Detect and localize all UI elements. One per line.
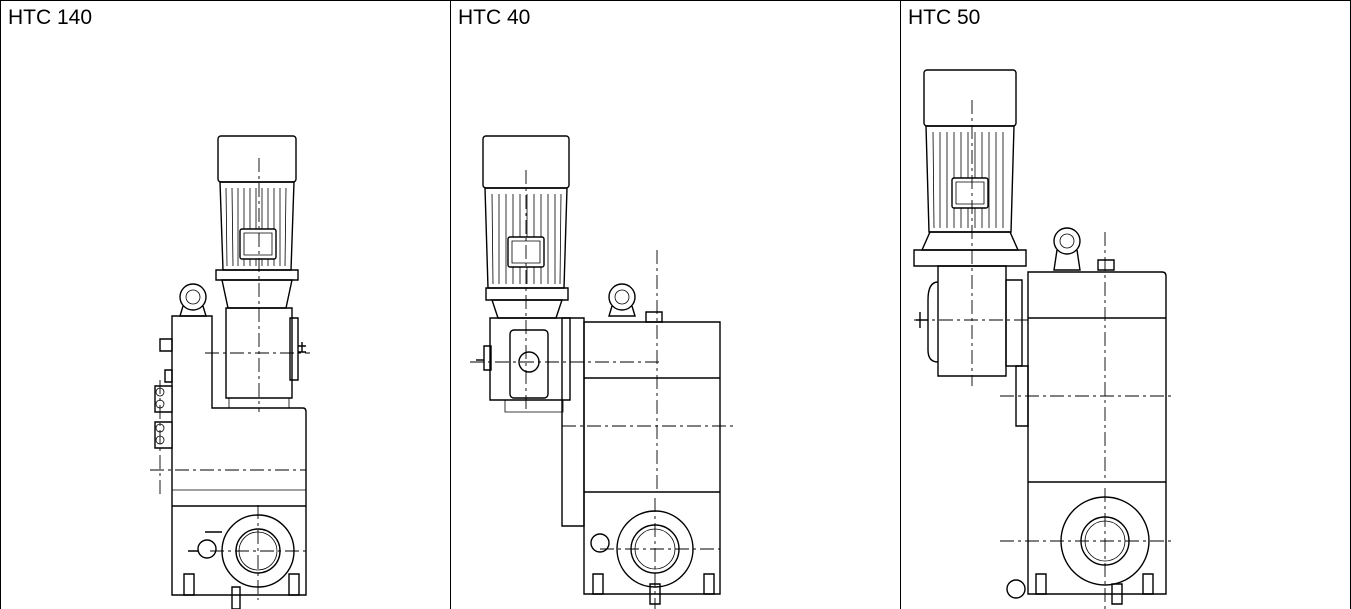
figure-cell-htc-140: HTC 140 — [0, 0, 450, 609]
figure-cell-htc-40: HTC 40 — [450, 0, 900, 609]
htc-50-gear-motor-drawing-icon — [900, 0, 1351, 609]
figure-label: HTC 140 — [8, 6, 93, 29]
htc-140-gear-motor-drawing-icon — [0, 0, 450, 609]
figure-cell-htc-50: HTC 50 — [900, 0, 1351, 609]
figure-label: HTC 40 — [458, 6, 531, 29]
figure-label: HTC 50 — [908, 6, 981, 29]
htc-40-gear-motor-drawing-icon — [450, 0, 900, 609]
